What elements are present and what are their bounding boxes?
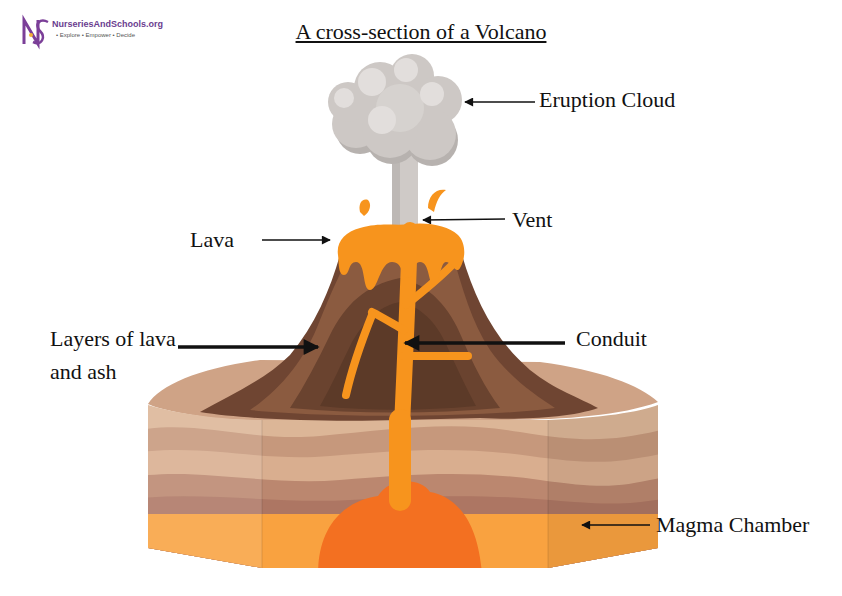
lava-flow xyxy=(338,223,465,290)
part-label: Lava xyxy=(190,227,234,253)
leader-arrow xyxy=(405,341,565,345)
part-label: Conduit xyxy=(576,326,647,352)
conduit xyxy=(389,420,411,500)
facet-edge xyxy=(261,418,263,568)
logo-tagline: • Explore • Empower • Decide xyxy=(56,31,135,39)
block-facet xyxy=(140,390,262,575)
cone-layer xyxy=(290,278,500,413)
logo-dot xyxy=(29,33,33,37)
part-label: Layers of lava and ash xyxy=(50,322,178,388)
cloud-highlight xyxy=(368,106,396,134)
part-label: Vent xyxy=(512,207,552,233)
facet-edge xyxy=(547,418,549,568)
conduit-branch xyxy=(346,315,372,395)
cloud-highlight xyxy=(334,88,354,108)
block-facet xyxy=(548,390,670,575)
cloud-highlight xyxy=(358,68,386,96)
leader-arrow xyxy=(262,239,330,241)
conduit-branch xyxy=(372,312,404,330)
cloud-highlight xyxy=(394,58,418,82)
eruption-cloud xyxy=(328,54,462,230)
logo-text: NurseriesAndSchools.org xyxy=(52,19,163,30)
leader-arrows xyxy=(178,102,650,525)
leader-arrow xyxy=(423,219,505,220)
part-label: Eruption Cloud xyxy=(539,87,675,113)
lava-crown xyxy=(338,190,465,290)
cloud-highlight xyxy=(420,82,444,106)
logo-mark xyxy=(24,20,48,44)
part-label: Magma Chamber xyxy=(656,512,809,538)
leader-arrow xyxy=(465,101,535,103)
leader-arrow xyxy=(582,524,650,526)
logo-stroke xyxy=(33,21,48,43)
conduit-branch xyxy=(403,352,468,360)
leader-arrow xyxy=(178,345,318,349)
lava-splash xyxy=(428,190,446,212)
lava-splash xyxy=(359,200,370,216)
logo-stroke xyxy=(24,20,38,44)
